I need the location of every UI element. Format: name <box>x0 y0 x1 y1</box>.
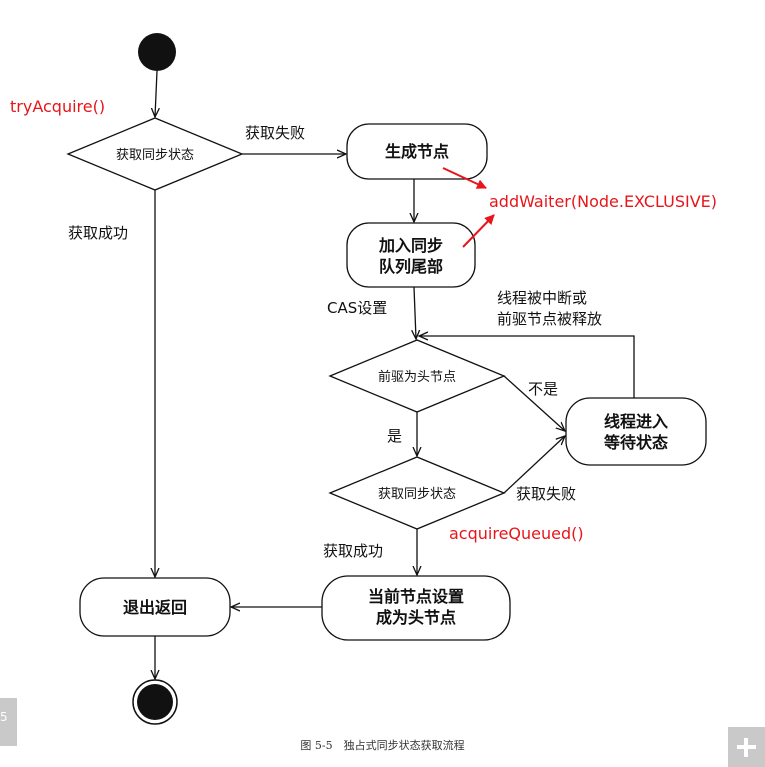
edge-label-cas: CAS设置 <box>327 299 387 317</box>
decision-pred-is-head-label: 前驱为头节点 <box>378 369 456 385</box>
page-number-tab: 5 <box>0 698 17 746</box>
edge-getstate2-to-wait <box>503 436 565 494</box>
node-wait <box>565 397 707 466</box>
edge-label-yes: 是 <box>387 427 402 445</box>
edge-pred-to-wait <box>503 375 565 431</box>
node-wait-label-2: 等待状态 <box>603 433 668 452</box>
figure-caption: 图 5-5 独占式同步状态获取流程 <box>300 739 465 752</box>
node-set-head-label-2: 成为头节点 <box>376 608 456 627</box>
edge-label-success-1: 获取成功 <box>68 224 128 242</box>
start-node <box>138 33 176 71</box>
edge-label-interrupt-1: 线程被中断或 <box>497 289 587 307</box>
node-wait-label-1: 线程进入 <box>604 412 668 431</box>
end-node-ring <box>132 679 178 725</box>
annotation-acquire-queued: acquireQueued() <box>449 524 584 543</box>
annotation-add-waiter: addWaiter(Node.EXCLUSIVE) <box>489 192 717 211</box>
edge-enqueue-to-pred <box>414 286 416 339</box>
decision-get-state-1-label: 获取同步状态 <box>116 148 194 163</box>
edge-wait-loop-back <box>419 336 635 398</box>
annotation-arrow-to-generate <box>442 167 487 189</box>
node-exit-label: 退出返回 <box>123 598 187 617</box>
node-enqueue-label-1: 加入同步 <box>378 236 443 255</box>
node-enqueue-label-2: 队列尾部 <box>379 257 443 276</box>
decision-get-state-2-label: 获取同步状态 <box>378 487 456 502</box>
edge-label-not-yes: 不是 <box>528 380 558 398</box>
annotation-arrow-to-enqueue <box>462 214 495 248</box>
node-set-head <box>321 575 511 641</box>
annotation-try-acquire: tryAcquire() <box>10 97 105 116</box>
edge-start-to-decision <box>155 70 157 117</box>
node-generate-label: 生成节点 <box>385 142 449 161</box>
edge-label-interrupt-2: 前驱节点被释放 <box>497 310 602 328</box>
edge-label-success-2: 获取成功 <box>323 542 383 560</box>
plus-icon[interactable] <box>728 727 765 767</box>
edge-label-fail-2: 获取失败 <box>516 485 576 503</box>
node-generate <box>346 123 488 180</box>
node-set-head-label-1: 当前节点设置 <box>368 587 464 606</box>
edge-label-fail-1: 获取失败 <box>245 124 305 142</box>
end-node <box>137 684 173 720</box>
node-enqueue <box>346 222 476 288</box>
